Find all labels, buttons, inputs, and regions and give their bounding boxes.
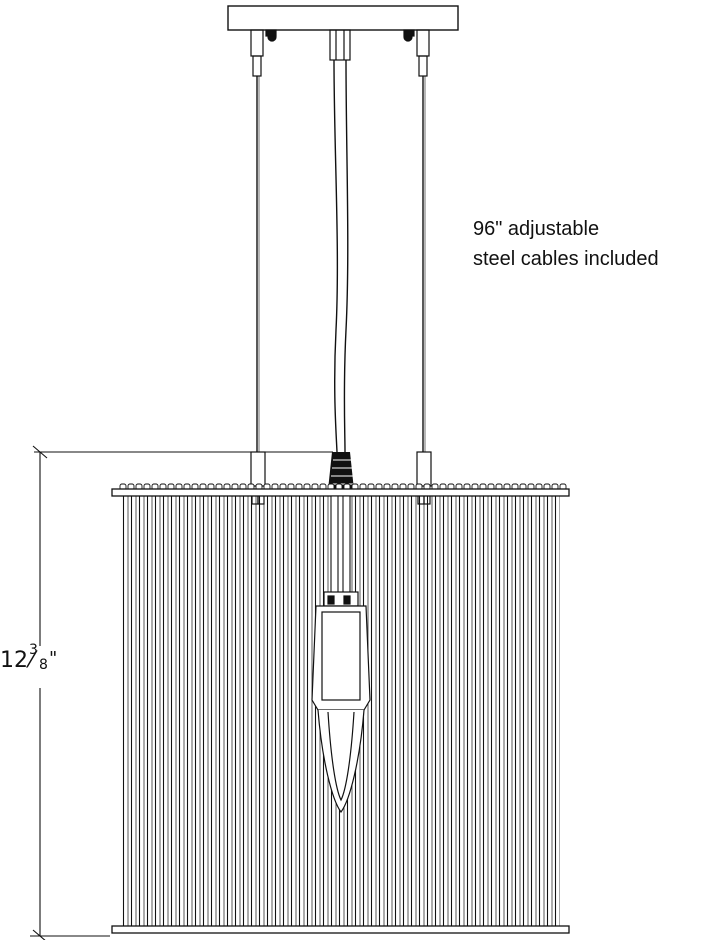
power-cord	[333, 59, 349, 453]
top-ring	[111, 488, 570, 497]
bottom-ring	[111, 925, 570, 934]
fraction-slash: ⁄	[30, 648, 34, 673]
steel-cables	[256, 76, 426, 452]
height-denominator: 8	[39, 657, 48, 673]
height-numerator: 3	[29, 642, 38, 658]
height-dimension-line	[30, 445, 333, 940]
height-unit: "	[49, 648, 58, 669]
cable-note: 96" adjustable steel cables included	[473, 214, 659, 274]
cable-note-line-2: steel cables included	[473, 248, 659, 270]
ceiling-canopy	[227, 5, 459, 31]
cable-note-line-1: 96" adjustable	[473, 218, 600, 240]
center-stem	[330, 495, 351, 597]
light-socket	[311, 591, 371, 814]
height-fraction: 3⁄ 8"	[28, 642, 58, 678]
height-whole: 12	[0, 648, 28, 673]
canopy-grippers	[250, 29, 430, 77]
